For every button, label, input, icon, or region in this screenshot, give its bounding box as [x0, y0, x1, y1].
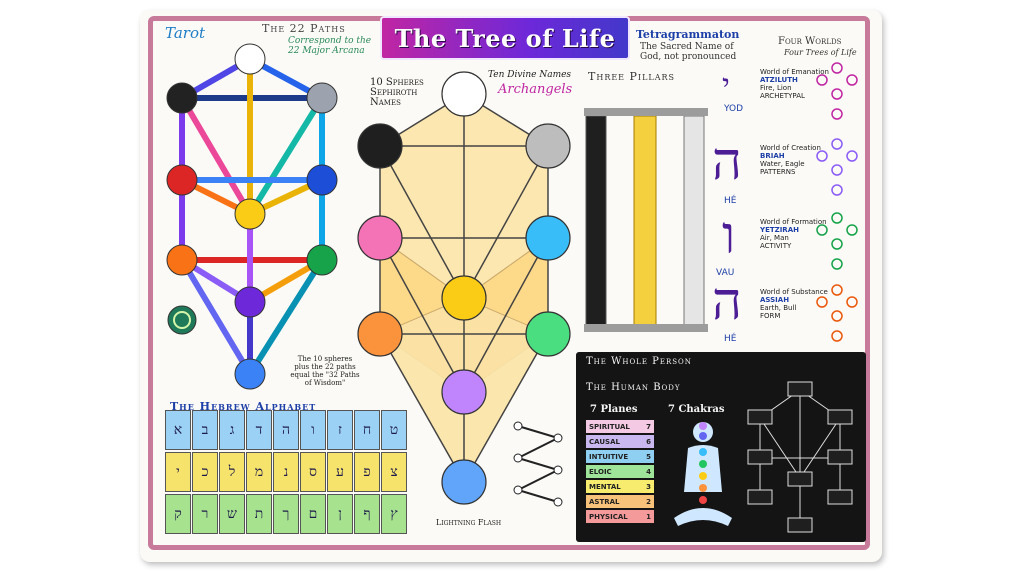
hebrew-letter-cell: צ — [381, 452, 407, 492]
plane-name: SPIRITUAL — [589, 422, 630, 431]
hebrew-vau-name: VAU — [716, 268, 735, 278]
plane-row: SPIRITUAL 7 — [586, 420, 654, 433]
archangels-label: Archangels — [498, 82, 573, 97]
plane-name: PHYSICAL — [589, 512, 628, 521]
whole-person-title: The Whole Person — [586, 356, 692, 367]
tarot-paths-tree — [166, 43, 338, 390]
hebrew-letter-cell: ו — [300, 410, 326, 450]
hebrew-letter-cell: ח — [354, 410, 380, 450]
spheres-label: 10 Spheres Sephiroth Names — [370, 77, 424, 108]
three-pillars — [584, 108, 708, 332]
hebrew-letter-cell: ס — [300, 452, 326, 492]
hebrew-letter-cell: ן — [327, 494, 353, 534]
wisdom-note: The 10 spheres plus the 22 paths equal t… — [290, 355, 360, 387]
hebrew-letter-cell: ר — [192, 494, 218, 534]
page-title: The Tree of Life — [394, 23, 616, 53]
plane-number: 7 — [646, 422, 651, 431]
hebrew-letter-cell: ף — [354, 494, 380, 534]
four-worlds-subtitle: Four Trees of Life — [784, 48, 857, 57]
paths-title: The 22 Paths — [262, 22, 346, 35]
plane-number: 3 — [646, 482, 651, 491]
plane-number: 6 — [646, 437, 651, 446]
hebrew-letter-cell: ד — [246, 410, 272, 450]
hebrew-letter-cell: ב — [192, 410, 218, 450]
plane-name: CAUSAL — [589, 437, 620, 446]
hebrew-he-1: ה — [712, 132, 742, 192]
hebrew-letter-cell: ז — [327, 410, 353, 450]
hebrew-alphabet-title: The Hebrew Alphabet — [170, 400, 317, 413]
sephiroth-tree — [357, 71, 571, 505]
paths-subtitle: Correspond to the 22 Major Arcana — [288, 36, 372, 56]
hebrew-he-2: ה — [712, 272, 742, 332]
plane-number: 1 — [646, 512, 651, 521]
hebrew-letter-cell: נ — [273, 452, 299, 492]
plane-row: PHYSICAL 1 — [586, 510, 654, 523]
plane-row: ASTRAL 2 — [586, 495, 654, 508]
meditating-figure-icon — [674, 422, 732, 526]
hebrew-letter-cell: ך — [273, 494, 299, 534]
plane-name: ASTRAL — [589, 497, 620, 506]
hebrew-letter-cell: ת — [246, 494, 272, 534]
hebrew-letter-cell: ץ — [381, 494, 407, 534]
hebrew-letter-cell: מ — [246, 452, 272, 492]
plane-name: MENTAL — [589, 482, 621, 491]
hebrew-yod: י — [722, 68, 730, 103]
lightning-flash-label: Lightning Flash — [436, 518, 502, 527]
lightning-flash-icon — [513, 421, 563, 507]
hebrew-letter-cell: ש — [219, 494, 245, 534]
hebrew-yod-name: YOD — [724, 104, 744, 114]
planes-title: 7 Planes — [590, 404, 638, 415]
hebrew-he-1-name: HÉ — [724, 196, 737, 206]
plane-row: MENTAL 3 — [586, 480, 654, 493]
plane-number: 4 — [646, 467, 651, 476]
hebrew-letter-cell: ג — [219, 410, 245, 450]
plane-number: 2 — [646, 497, 651, 506]
divine-names-label: Ten Divine Names — [488, 70, 572, 80]
title-banner: The Tree of Life — [380, 16, 630, 60]
hebrew-he-2-name: HÉ — [724, 334, 737, 344]
plane-row: ELOIC 4 — [586, 465, 654, 478]
plane-row: INTUITIVE 5 — [586, 450, 654, 463]
hebrew-letter-cell: ט — [381, 410, 407, 450]
tetragrammaton-title: Tetragrammaton — [636, 28, 740, 41]
plane-row: CAUSAL 6 — [586, 435, 654, 448]
four-worlds-title: Four Worlds — [778, 36, 842, 47]
three-pillars-label: Three Pillars — [588, 70, 675, 83]
hebrew-letter-cell: ם — [300, 494, 326, 534]
hebrew-letter-cell: כ — [192, 452, 218, 492]
hebrew-letter-cell: ע — [327, 452, 353, 492]
hebrew-letter-cell: י — [165, 452, 191, 492]
hebrew-vau: ו — [722, 206, 736, 266]
four-worlds-mini-trees — [816, 62, 858, 342]
tetragrammaton-subtitle: The Sacred Name of God, not pronounced — [640, 42, 737, 62]
hebrew-letter-cell: א — [165, 410, 191, 450]
body-tree-diagram — [747, 381, 853, 533]
hebrew-letter-cell: ה — [273, 410, 299, 450]
hebrew-letter-cell: ל — [219, 452, 245, 492]
plane-name: INTUITIVE — [589, 452, 629, 461]
tarot-label: Tarot — [165, 24, 206, 42]
chakras-title: 7 Chakras — [668, 404, 725, 415]
hebrew-letter-cell: ק — [165, 494, 191, 534]
plane-name: ELOIC — [589, 467, 612, 476]
hebrew-letter-cell: פ — [354, 452, 380, 492]
plane-number: 5 — [646, 452, 651, 461]
human-body-title: The Human Body — [586, 382, 681, 393]
